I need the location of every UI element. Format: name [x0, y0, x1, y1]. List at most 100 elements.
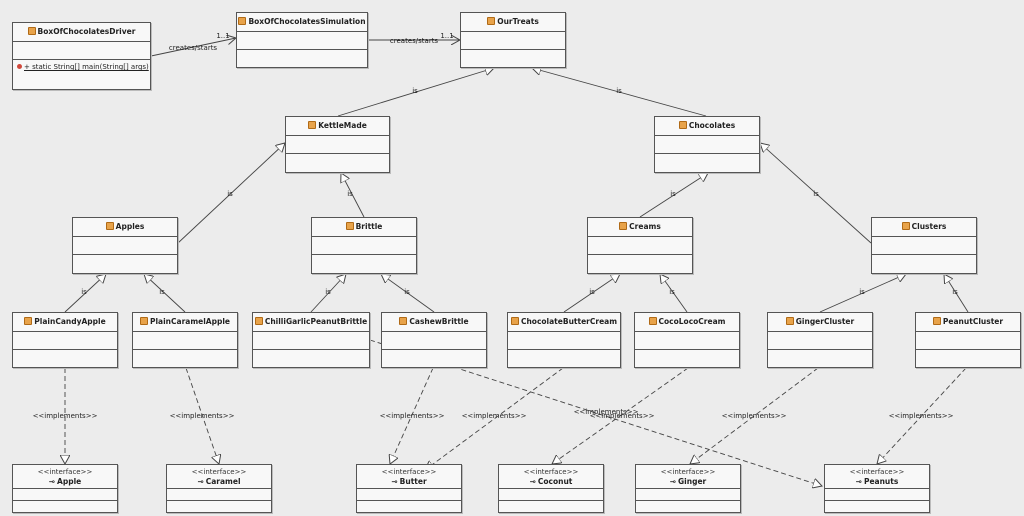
edge-is-chocolates-ourtreats: [532, 68, 707, 117]
interface-icon: ⊸: [529, 477, 536, 486]
edge-label-implements: <<implements>>: [889, 412, 954, 420]
class-box-cocolococream[interactable]: CocoLocoCream: [634, 312, 740, 368]
class-box-peanutcluster[interactable]: PeanutCluster: [915, 312, 1021, 368]
interface-box-apple[interactable]: <<interface>>⊸Apple: [12, 464, 118, 513]
interface-icon: ⊸: [855, 477, 862, 486]
class-box-gingercluster[interactable]: GingerCluster: [767, 312, 873, 368]
interface-icon: ⊸: [669, 477, 677, 486]
edge-implements-chilligarlic-peanuts: [369, 339, 822, 486]
interface-name: Peanuts: [863, 477, 899, 486]
attributes-section: [253, 332, 369, 350]
methods-section: [655, 154, 759, 172]
attributes-section: [636, 489, 740, 501]
edge-label-is: is: [81, 288, 87, 296]
interface-box-ginger[interactable]: <<interface>>⊸Ginger: [635, 464, 741, 513]
interface-name: Coconut: [537, 477, 573, 486]
class-icon: [487, 17, 496, 25]
methods-section: [13, 350, 117, 368]
attributes-section: [286, 136, 389, 154]
class-box-plaincandyapple[interactable]: PlainCandyApple: [12, 312, 118, 368]
class-name: Creams: [629, 222, 661, 231]
method-main[interactable]: + static String[] main(String[] args): [13, 60, 150, 74]
class-box-brittle[interactable]: Brittle: [311, 217, 417, 274]
attributes-section: [237, 32, 367, 50]
attributes-section: [13, 489, 117, 501]
class-box-cashewbrittle[interactable]: CashewBrittle: [381, 312, 487, 368]
attributes-section: [312, 237, 416, 255]
class-box-clusters[interactable]: Clusters: [871, 217, 977, 274]
class-box-creams[interactable]: Creams: [587, 217, 693, 274]
class-name: OurTreats: [497, 17, 539, 26]
methods-section: [357, 501, 461, 512]
edge-label-is: is: [859, 288, 865, 296]
edge-label-implements: <<implements>>: [170, 412, 235, 420]
edge-label-implements: <<implements>>: [380, 412, 445, 420]
edge-label-is: is: [412, 87, 418, 95]
class-name: BoxOfChocolatesDriver: [37, 27, 136, 36]
edge-implements-peanutcluster-peanuts: [877, 367, 967, 464]
edge-label-is: is: [159, 288, 165, 296]
class-icon: [27, 27, 36, 35]
attributes-section: [916, 332, 1020, 350]
class-icon: [619, 222, 628, 230]
edge-label-implements: <<implements>>: [33, 412, 98, 420]
interface-name: Butter: [399, 477, 427, 486]
attributes-section: [825, 489, 929, 501]
edge-implements-chocbuttercream-butter: [425, 367, 564, 470]
class-name: PlainCandyApple: [34, 317, 106, 326]
methods-section: [508, 350, 620, 368]
class-box-chocolatebuttercream[interactable]: ChocolateButterCream: [507, 312, 621, 368]
class-icon: [785, 317, 794, 325]
class-icon: [345, 222, 354, 230]
edge-label-multiplicity: 1..1: [216, 32, 229, 40]
interface-box-peanuts[interactable]: <<interface>>⊸Peanuts: [824, 464, 930, 513]
class-icon: [510, 317, 519, 325]
attributes-section: [768, 332, 872, 350]
edge-label-is: is: [670, 190, 676, 198]
class-name: Clusters: [911, 222, 947, 231]
class-box-driver[interactable]: BoxOfChocolatesDriver + static String[] …: [12, 22, 151, 90]
edge-label-implements: <<implements>>: [462, 412, 527, 420]
class-icon: [139, 317, 148, 325]
class-name: Apples: [115, 222, 145, 231]
edge-is-cocoloco-creams: [660, 274, 688, 313]
attributes-section: [655, 136, 759, 154]
attributes-section: [73, 237, 177, 255]
edge-label-implements: <<implements>>: [590, 412, 655, 420]
interface-name: Ginger: [678, 477, 707, 486]
attributes-section: [499, 489, 603, 501]
class-name: Chocolates: [688, 121, 736, 130]
class-name: PlainCaramelApple: [149, 317, 231, 326]
methods-section: [635, 350, 739, 368]
attributes-section: [588, 237, 692, 255]
edge-creates-driver-simulation: [150, 38, 236, 57]
class-box-ourtreats[interactable]: OurTreats: [460, 12, 566, 68]
methods-section: [253, 350, 369, 368]
class-icon: [105, 222, 114, 230]
class-box-kettlemade[interactable]: KettleMade: [285, 116, 390, 173]
class-box-plaincaramelapple[interactable]: PlainCaramelApple: [132, 312, 238, 368]
interface-box-caramel[interactable]: <<interface>>⊸Caramel: [166, 464, 272, 513]
class-icon: [308, 121, 317, 129]
class-name: Brittle: [355, 222, 383, 231]
methods-section: [499, 501, 603, 512]
edge-is-cashewbrittle-brittle: [381, 274, 435, 313]
class-box-apples[interactable]: Apples: [72, 217, 178, 274]
class-icon: [932, 317, 941, 325]
edge-is-gingercluster-clusters: [819, 274, 906, 313]
edge-label-creates: creates/starts: [169, 44, 218, 52]
interface-icon: ⊸: [391, 477, 398, 486]
class-box-chilligarlicpeanutbrittle[interactable]: ChilliGarlicPeanutBrittle: [252, 312, 370, 368]
attributes-section: [133, 332, 237, 350]
interface-box-coconut[interactable]: <<interface>>⊸Coconut: [498, 464, 604, 513]
class-name: GingerCluster: [795, 317, 855, 326]
class-name: BoxOfChocolatesSimulation: [248, 17, 366, 26]
attributes-section: [167, 489, 271, 501]
class-box-chocolates[interactable]: Chocolates: [654, 116, 760, 173]
interface-box-butter[interactable]: <<interface>>⊸Butter: [356, 464, 462, 513]
attributes-section: [357, 489, 461, 501]
class-box-simulation[interactable]: BoxOfChocolatesSimulation: [236, 12, 368, 68]
edge-label-is: is: [347, 190, 353, 198]
edge-implements-cocoloco-coconut: [552, 367, 689, 464]
